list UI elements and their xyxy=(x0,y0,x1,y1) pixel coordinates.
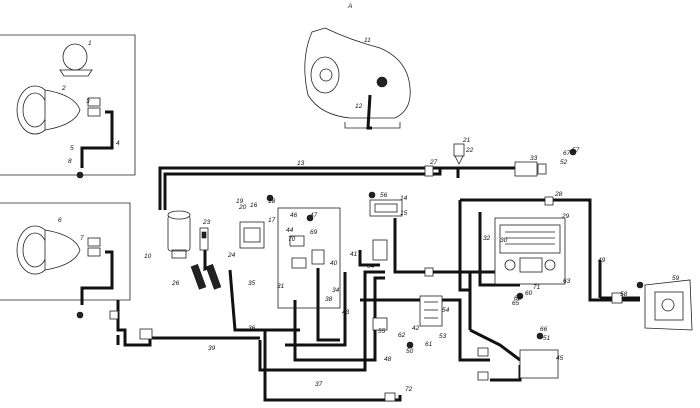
callout-labels: 1234567891011121314151617181920212223242… xyxy=(58,37,680,393)
callout-label-4: 4 xyxy=(116,140,120,147)
connector-33 xyxy=(514,161,547,177)
callout-label-26: 26 xyxy=(171,280,180,287)
callout-label-47: 47 xyxy=(310,212,318,219)
spark-plug-cap xyxy=(199,227,209,251)
ground-bolts xyxy=(76,148,644,349)
callout-label-18: 18 xyxy=(268,198,276,205)
callout-label-44: 44 xyxy=(286,227,294,234)
callout-label-62: 62 xyxy=(398,332,406,339)
callout-label-42: 42 xyxy=(412,325,420,332)
callout-label-67: 67 xyxy=(563,150,571,157)
callout-label-29: 29 xyxy=(561,213,570,220)
callout-label-61: 61 xyxy=(425,341,433,348)
callout-label-57: 57 xyxy=(572,147,580,154)
callout-label-45: 45 xyxy=(556,355,564,362)
callout-label-36: 36 xyxy=(248,325,256,332)
callout-label-3: 3 xyxy=(86,98,90,105)
callout-label-59: 59 xyxy=(672,275,680,282)
callout-label-41: 41 xyxy=(350,251,358,258)
callout-label-22: 22 xyxy=(465,147,474,154)
callout-label-30: 30 xyxy=(500,237,508,244)
callout-label-72: 72 xyxy=(405,386,413,393)
callout-label-52: 52 xyxy=(560,159,568,166)
callout-label-13: 13 xyxy=(297,160,305,167)
switch-55 xyxy=(372,317,388,331)
callout-label-37: 37 xyxy=(315,381,323,388)
connector-block-41 xyxy=(372,239,388,261)
callout-label-55: 55 xyxy=(378,328,386,335)
callout-label-69: 69 xyxy=(310,229,318,236)
callout-label-48: 48 xyxy=(384,356,392,363)
callout-label-38: 38 xyxy=(325,296,333,303)
callout-label-49: 49 xyxy=(598,257,606,264)
callout-label-5: 5 xyxy=(70,145,74,152)
module-54 xyxy=(419,295,443,327)
callout-label-23: 23 xyxy=(202,219,211,226)
callout-label-19: 19 xyxy=(236,198,244,205)
callout-label-35: 35 xyxy=(248,280,256,287)
callout-label-56: 56 xyxy=(380,192,388,199)
callout-label-68: 68 xyxy=(514,295,522,302)
callout-label-43: 43 xyxy=(342,309,350,316)
tail-lamp xyxy=(644,279,693,331)
callout-label-15: 15 xyxy=(400,210,408,217)
callout-label-31: 31 xyxy=(277,283,285,290)
callout-label-33: 33 xyxy=(530,155,538,162)
callout-label-7: 7 xyxy=(80,235,84,242)
lower-headlamp-inset xyxy=(0,202,131,305)
callout-label-70: 70 xyxy=(288,236,296,243)
callout-label-1: 1 xyxy=(88,40,92,47)
callout-label-60: 60 xyxy=(525,290,533,297)
callout-label-71: 71 xyxy=(533,284,541,291)
callout-label-14: 14 xyxy=(400,195,408,202)
callout-label-28: 28 xyxy=(554,191,563,198)
callout-label-50: 50 xyxy=(406,348,414,355)
upper-headlamp-inset xyxy=(0,34,136,176)
callout-label-6: 6 xyxy=(58,217,62,224)
harness-connectors xyxy=(109,165,623,402)
callout-label-21: 21 xyxy=(462,137,471,144)
instrument-cluster xyxy=(494,217,566,285)
callout-label-25: 25 xyxy=(202,266,211,273)
callout-label-53: 53 xyxy=(439,333,447,340)
callout-label-34: 34 xyxy=(332,287,340,294)
callout-label-17: 17 xyxy=(268,217,276,224)
sensor-21 xyxy=(453,143,465,165)
callout-label-20: 20 xyxy=(238,204,247,211)
callout-label-51: 51 xyxy=(543,335,551,342)
callout-label-9: 9 xyxy=(80,163,84,170)
callout-label-58: 58 xyxy=(620,291,628,298)
detail-view-a xyxy=(304,27,411,130)
wiring-harness xyxy=(116,166,640,402)
regulator-panel xyxy=(277,207,341,309)
callout-label-8: 8 xyxy=(68,158,72,165)
callout-label-39: 39 xyxy=(208,345,216,352)
callout-label-24: 24 xyxy=(227,252,236,259)
module-45 xyxy=(519,349,559,379)
callout-label-63: 63 xyxy=(563,278,571,285)
callout-label-16: 16 xyxy=(250,202,258,209)
ignition-coil xyxy=(167,210,191,259)
callout-label-40: 40 xyxy=(330,260,338,267)
callout-label-46: 46 xyxy=(290,212,298,219)
callout-label-64: 64 xyxy=(367,263,375,270)
callout-label-27: 27 xyxy=(429,159,438,166)
callout-label-54: 54 xyxy=(442,307,450,314)
callout-label-11: 11 xyxy=(364,37,371,44)
callout-label-2: 2 xyxy=(61,85,66,92)
callout-label-66: 66 xyxy=(540,326,548,333)
switch-pair xyxy=(190,263,222,290)
callout-label-12: 12 xyxy=(355,103,363,110)
callout-label-32: 32 xyxy=(483,235,491,242)
view-label: А xyxy=(347,3,352,10)
fuse-block xyxy=(369,199,403,217)
callout-label-10: 10 xyxy=(144,253,152,260)
relay-block xyxy=(239,221,265,249)
callout-label-65: 65 xyxy=(512,300,520,307)
